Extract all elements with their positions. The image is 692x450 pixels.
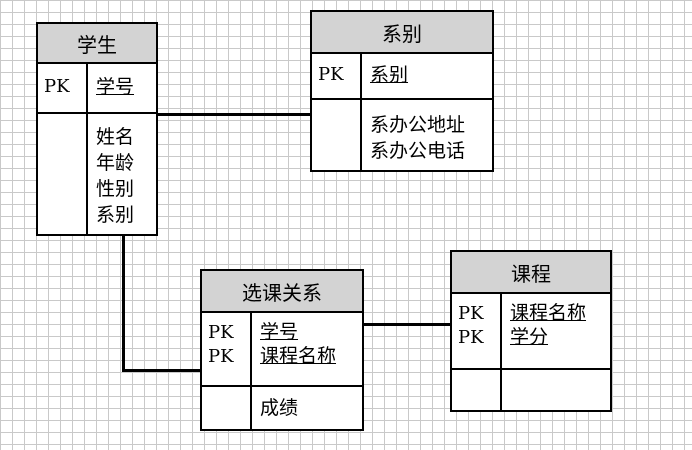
- attribute-grade: 成绩: [260, 397, 299, 419]
- entity-department-attributes: 系办公地址 系办公电话: [362, 100, 473, 170]
- pk-field-student-id: 学号: [96, 76, 135, 98]
- entity-enrollment[interactable]: 选课关系 PK PK 学号 课程名称 成绩: [200, 269, 364, 431]
- entity-enrollment-pk-fields: 学号 课程名称: [252, 313, 344, 385]
- attribute-department: 系别: [96, 204, 135, 226]
- entity-enrollment-attributes: 成绩: [252, 387, 306, 429]
- entity-course-attr-gutter: [452, 370, 502, 410]
- entity-student-pk-fields: 学号: [88, 64, 142, 112]
- pk-label: PK: [458, 303, 484, 324]
- entity-department-title: 系别: [312, 12, 492, 54]
- entity-course-attributes: [502, 370, 518, 410]
- entity-department-pk-labels: PK: [312, 54, 362, 98]
- entity-enrollment-title: 选课关系: [202, 271, 362, 313]
- entity-student[interactable]: 学生 PK 学号 姓名 年龄 性别 系别: [36, 22, 158, 236]
- pk-label: PK: [44, 76, 70, 97]
- entity-student-title: 学生: [38, 24, 156, 64]
- attribute-office-phone: 系办公电话: [370, 140, 466, 162]
- pk-field-course-name: 课程名称: [260, 345, 337, 367]
- entity-enrollment-pk-section: PK PK 学号 课程名称: [202, 313, 362, 387]
- pk-label: PK: [208, 346, 234, 367]
- entity-student-attr-gutter: [38, 114, 88, 234]
- pk-field-student-id: 学号: [260, 321, 299, 343]
- entity-student-attributes: 姓名 年龄 性别 系别: [88, 114, 142, 234]
- entity-student-pk-labels: PK: [38, 64, 88, 112]
- entity-enrollment-attr-gutter: [202, 387, 252, 429]
- relation-line-student-department: [156, 113, 314, 116]
- pk-field-credits: 学分: [510, 326, 549, 348]
- entity-department-attr-gutter: [312, 100, 362, 170]
- pk-label: PK: [318, 64, 344, 85]
- entity-course-attr-section: [452, 370, 610, 410]
- entity-course-pk-section: PK PK 课程名称 学分: [452, 294, 610, 370]
- attribute-gender: 性别: [96, 178, 135, 200]
- pk-field-department: 系别: [370, 64, 409, 86]
- entity-student-pk-section: PK 学号: [38, 64, 156, 114]
- pk-label: PK: [458, 327, 484, 348]
- pk-label: PK: [208, 322, 234, 343]
- entity-department-pk-fields: 系别: [362, 54, 416, 98]
- relation-line-student-enrollment-vertical: [122, 235, 125, 372]
- relation-line-student-enrollment-horizontal: [122, 369, 202, 372]
- entity-course[interactable]: 课程 PK PK 课程名称 学分: [450, 250, 612, 412]
- relation-line-enrollment-course: [362, 323, 452, 326]
- entity-student-attr-section: 姓名 年龄 性别 系别: [38, 114, 156, 234]
- entity-department[interactable]: 系别 PK 系别 系办公地址 系办公电话: [310, 10, 494, 172]
- attribute-office-address: 系办公地址: [370, 114, 466, 136]
- entity-course-title: 课程: [452, 252, 610, 294]
- entity-course-pk-labels: PK PK: [452, 294, 502, 368]
- entity-enrollment-attr-section: 成绩: [202, 387, 362, 429]
- entity-department-pk-section: PK 系别: [312, 54, 492, 100]
- entity-enrollment-pk-labels: PK PK: [202, 313, 252, 385]
- pk-field-course-name: 课程名称: [510, 302, 587, 324]
- attribute-age: 年龄: [96, 152, 135, 174]
- entity-course-pk-fields: 课程名称 学分: [502, 294, 594, 368]
- entity-department-attr-section: 系办公地址 系办公电话: [312, 100, 492, 170]
- attribute-name: 姓名: [96, 126, 135, 148]
